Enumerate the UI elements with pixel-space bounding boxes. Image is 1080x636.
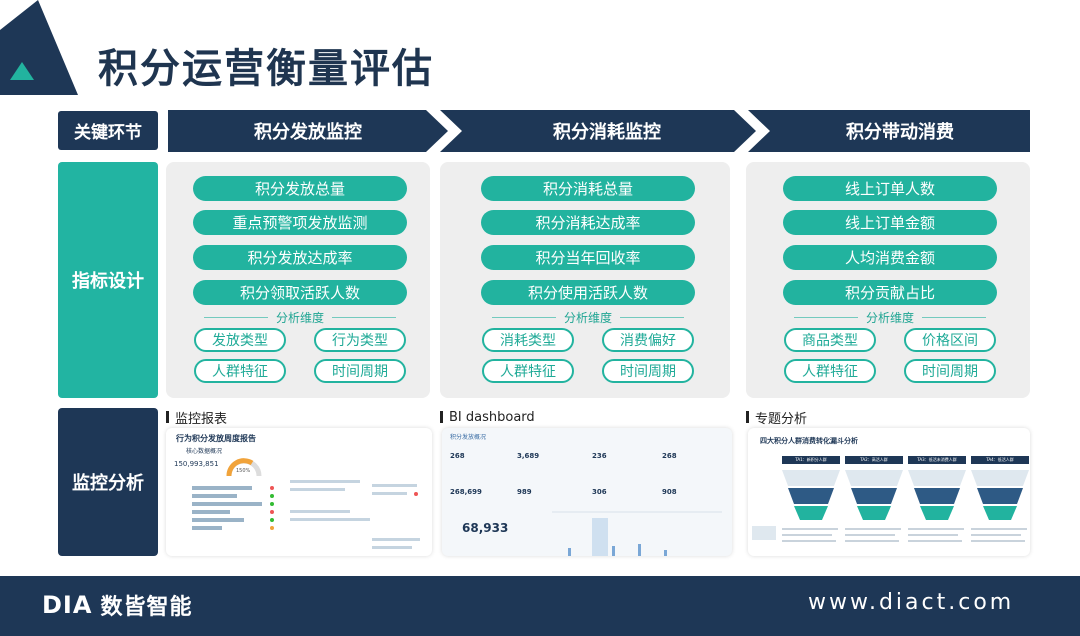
metrics-panel-issuance: 积分发放总量 重点预警项发放监测 积分发放达成率 积分领取活跃人数 分析维度 发… [166, 162, 430, 398]
dimension-tag: 时间周期 [602, 359, 694, 383]
report-thumbnail: 行为积分发放周度报告 核心数据概况 150,993,851 150% [166, 428, 432, 556]
metric-pill: 积分发放总量 [193, 176, 407, 201]
funnel-tab: TA1：新积分人群 [795, 457, 827, 462]
topic-thumbnail: 四大积分人群消费转化漏斗分析 TA1：新积分人群 TA2：高活人群 TA3：低活… [748, 428, 1030, 556]
metric-pill: 积分贡献占比 [783, 280, 997, 305]
metric-pill: 积分使用活跃人数 [481, 280, 695, 305]
section-label-report: 监控报表 [166, 408, 227, 427]
funnel-chart [752, 456, 1029, 542]
brand: DIA 数皆智能 [42, 588, 192, 622]
metric-pill: 积分发放达成率 [193, 245, 407, 270]
metric-pill: 人均消费金额 [783, 245, 997, 270]
funnel-tab: TA4：低活人群 [986, 457, 1014, 462]
footer-bar [0, 576, 1080, 636]
metric-pill: 积分领取活跃人数 [193, 280, 407, 305]
dimension-tag: 价格区间 [904, 328, 996, 352]
page-title: 积分运营衡量评估 [98, 46, 434, 92]
dimension-tag: 时间周期 [904, 359, 996, 383]
topic-title: 四大积分人群消费转化漏斗分析 [760, 437, 858, 445]
metrics-panel-spending: 线上订单人数 线上订单金额 人均消费金额 积分贡献占比 分析维度 商品类型 价格… [746, 162, 1030, 398]
stage-chevrons [168, 110, 1030, 152]
dimension-tag: 消费偏好 [602, 328, 694, 352]
monitor-analysis-label: 监控分析 [58, 408, 158, 556]
dimension-tag: 消耗类型 [482, 328, 574, 352]
dimension-title: 分析维度 [492, 308, 685, 326]
dashboard-big-number: 68,933 [462, 521, 509, 535]
metric-pill: 积分当年回收率 [481, 245, 695, 270]
metric-pill: 线上订单人数 [783, 176, 997, 201]
metrics-panel-consumption: 积分消耗总量 积分消耗达成率 积分当年回收率 积分使用活跃人数 分析维度 消耗类… [440, 162, 730, 398]
kpi-value: 306 [592, 488, 607, 496]
dimension-tag: 商品类型 [784, 328, 876, 352]
kpi-value: 3,689 [517, 452, 540, 460]
brand-name: 数皆智能 [100, 595, 193, 620]
kpi-value: 908 [662, 488, 677, 496]
gauge-value: 150% [236, 468, 251, 474]
report-big-number: 150,993,851 [174, 460, 219, 468]
report-title: 行为积分发放周度报告 [176, 434, 256, 443]
funnel-tab: TA3：低活未消费人群 [917, 457, 957, 462]
dashboard-thumbnail: 积分发放概况 268 3,689 236 268 268,699 989 306… [442, 428, 732, 556]
gauge-icon [226, 458, 262, 477]
metric-design-label: 指标设计 [58, 162, 158, 398]
brand-logo-icon: DIA [42, 591, 93, 619]
kpi-value: 268 [662, 452, 677, 460]
stage-issuance: 积分发放监控 [254, 122, 362, 143]
kpi-value: 268,699 [450, 488, 482, 496]
funnel-tab: TA2：高活人群 [860, 457, 888, 462]
dimension-tag: 人群特征 [784, 359, 876, 383]
kpi-value: 989 [517, 488, 532, 496]
dashboard-chart [552, 511, 722, 556]
report-subtitle: 核心数据概况 [186, 448, 223, 455]
report-bars [192, 480, 420, 549]
key-stage-label: 关键环节 [58, 111, 158, 150]
dimension-title: 分析维度 [204, 308, 397, 326]
dimension-tag: 人群特征 [482, 359, 574, 383]
dimension-tag: 人群特征 [194, 359, 286, 383]
stage-consumption: 积分消耗监控 [553, 122, 661, 143]
section-label-dashboard: BI dashboard [440, 408, 535, 426]
kpi-value: 268 [450, 452, 465, 460]
dimension-tag: 发放类型 [194, 328, 286, 352]
stage-driven-spending: 积分带动消费 [846, 122, 954, 143]
metric-pill: 线上订单金额 [783, 210, 997, 235]
dimension-tag: 行为类型 [314, 328, 406, 352]
logo-icon [0, 0, 78, 95]
dashboard-header: 积分发放概况 [450, 434, 487, 441]
metric-pill: 积分消耗达成率 [481, 210, 695, 235]
dimension-title: 分析维度 [794, 308, 987, 326]
dimension-tag: 时间周期 [314, 359, 406, 383]
website-url: www.diact.com [808, 590, 1015, 615]
metric-pill: 积分消耗总量 [481, 176, 695, 201]
metric-pill: 重点预警项发放监测 [193, 210, 407, 235]
kpi-value: 236 [592, 452, 607, 460]
section-label-topic: 专题分析 [746, 408, 807, 427]
